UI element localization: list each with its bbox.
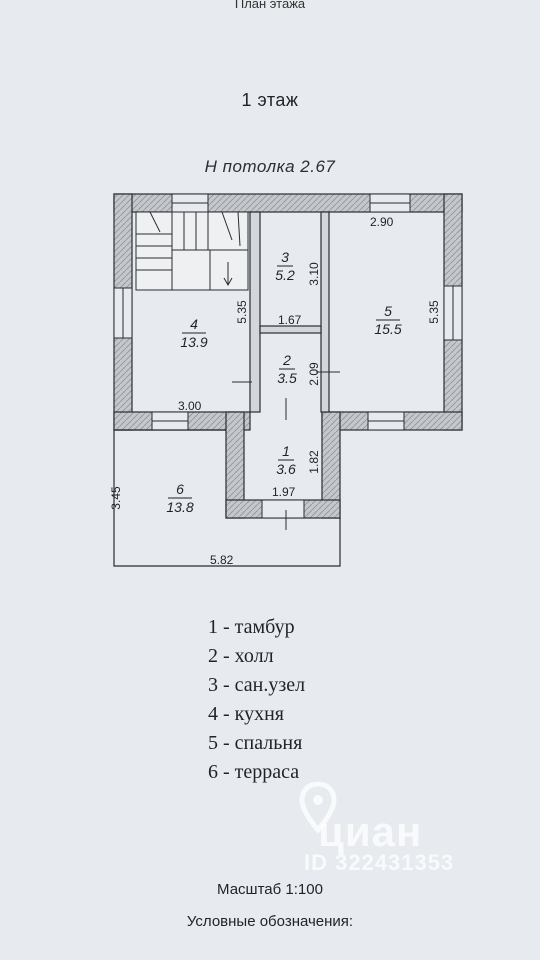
legend-item: 4 - кухня	[208, 703, 284, 725]
dim-3-45: 3.45	[109, 486, 123, 510]
svg-text:3.6: 3.6	[276, 461, 296, 477]
svg-text:5.2: 5.2	[275, 267, 295, 283]
map-pin-icon	[299, 781, 337, 834]
watermark-id: ID 322431353	[304, 850, 455, 875]
dim-3-00: 3.00	[178, 399, 202, 413]
svg-text:1: 1	[282, 443, 290, 459]
legend-item: 2 - холл	[208, 645, 274, 667]
dim-1-67: 1.67	[278, 313, 302, 327]
svg-text:3.5: 3.5	[277, 370, 297, 386]
page-header: План этажа	[234, 0, 306, 11]
svg-text:3: 3	[281, 249, 289, 265]
svg-text:4: 4	[190, 316, 198, 332]
dim-3-10: 3.10	[307, 262, 321, 286]
dimension-labels: 2.90 3.10 5.35 5.35 1.67 2.09 3.00 1.82 …	[109, 215, 441, 567]
doors	[232, 371, 340, 530]
room-6-label: 6 13.8	[166, 481, 193, 515]
dim-1-82: 1.82	[307, 450, 321, 474]
svg-text:2: 2	[282, 352, 291, 368]
svg-text:13.9: 13.9	[180, 334, 207, 350]
windows	[113, 193, 463, 519]
dim-1-97: 1.97	[272, 485, 296, 499]
dim-5-82: 5.82	[210, 553, 234, 567]
room-5-label: 5 15.5	[374, 303, 401, 337]
interior-walls	[249, 211, 330, 413]
room-3-label: 3 5.2	[275, 249, 295, 283]
symbols-label: Условные обозначения:	[186, 913, 354, 930]
room-1-label: 1 3.6	[276, 443, 296, 477]
dim-2-09: 2.09	[307, 362, 321, 386]
room-2-label: 2 3.5	[277, 352, 297, 386]
svg-text:6: 6	[176, 481, 184, 497]
svg-text:15.5: 15.5	[374, 321, 401, 337]
dim-2-90: 2.90	[370, 215, 394, 229]
legend-item: 3 - сан.узел	[208, 674, 306, 696]
legend-item: 5 - спальня	[208, 732, 303, 754]
dim-5-35-left: 5.35	[235, 300, 249, 324]
staircase	[135, 211, 249, 291]
room-legend: 1 - тамбур 2 - холл 3 - сан.узел 4 - кух…	[208, 613, 305, 787]
legend-item: 1 - тамбур	[208, 616, 295, 638]
terrace-outline	[113, 429, 341, 567]
svg-text:5: 5	[384, 303, 392, 319]
floor-title: 1 этаж	[241, 90, 299, 110]
dim-5-35-right: 5.35	[427, 300, 441, 324]
scale-label: Масштаб 1:100	[217, 881, 323, 898]
ceiling-height: Н потолка 2.67	[204, 157, 336, 176]
room-labels: 1 3.6 2 3.5 3 5.2 4 13.9 5 15.5 6 13.8	[166, 249, 401, 515]
svg-text:13.8: 13.8	[166, 499, 193, 515]
watermark-brand: циан	[318, 808, 423, 855]
room-4-label: 4 13.9	[180, 316, 207, 350]
legend-item: 6 - терраса	[208, 761, 300, 783]
